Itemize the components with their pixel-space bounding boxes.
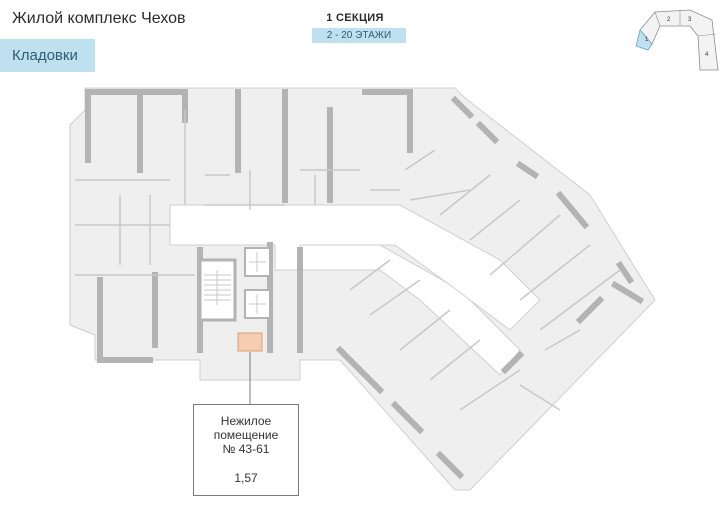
storage-unit-highlight[interactable] — [237, 332, 263, 352]
walls — [85, 89, 645, 480]
stair-core — [198, 247, 271, 322]
page-title: Жилой комплекс Чехов — [12, 10, 186, 27]
building-outline — [69, 87, 656, 491]
storage-unit-callout[interactable]: Нежилое помещение № 43-61 1,57 — [193, 404, 299, 496]
partitions — [75, 110, 621, 411]
minimap-section-1[interactable] — [635, 29, 653, 51]
minimap-label-1: 1 — [645, 37, 649, 43]
floors-badge: 2 - 20 ЭТАЖИ — [312, 28, 406, 43]
callout-unit-area: 1,57 — [234, 471, 258, 485]
section-label: 1 СЕКЦИЯ — [326, 12, 384, 24]
callout-unit-number: № 43-61 — [222, 442, 270, 456]
minimap-label-2: 2 — [667, 17, 671, 23]
callout-unit-type: Нежилое помещение — [213, 414, 279, 442]
minimap-label-3: 3 — [688, 17, 692, 23]
minimap-label-4: 4 — [705, 52, 709, 58]
section-minimap[interactable]: 1 2 3 4 — [635, 9, 719, 71]
category-tab-storage[interactable]: Кладовки — [0, 39, 95, 72]
